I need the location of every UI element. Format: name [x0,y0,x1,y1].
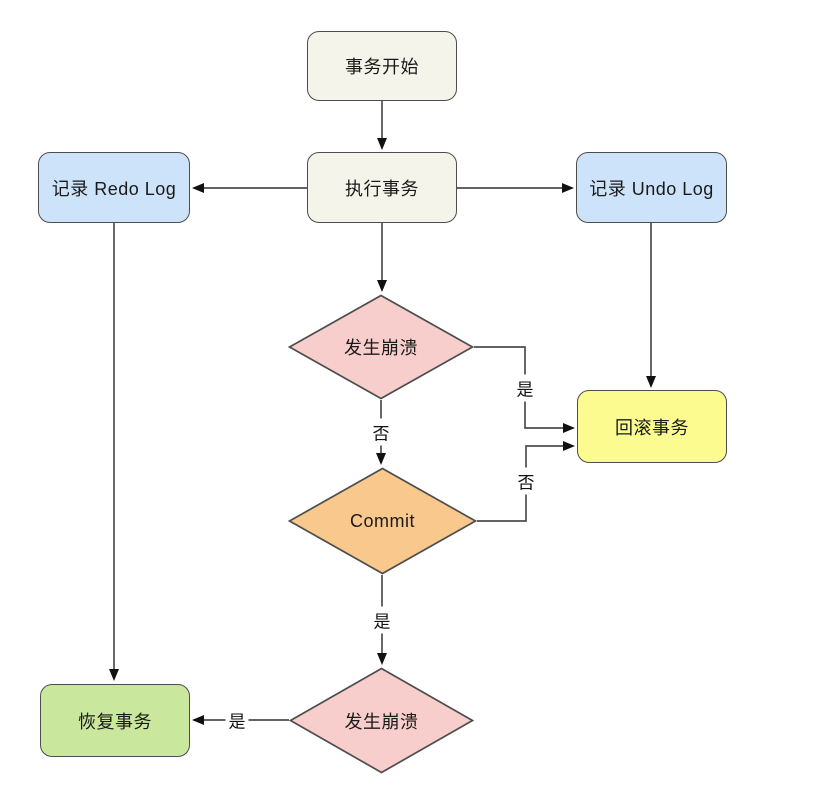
node-label: 记录 Undo Log [589,178,714,199]
diamond-shape [288,467,477,575]
node-label: 事务开始 [345,57,419,77]
node-recover-transaction: 恢复事务 [40,684,190,757]
node-rollback-transaction: 回滚事务 [577,390,727,463]
node-commit-check: Commit [288,467,477,575]
node-label: 记录 Redo Log [51,178,177,199]
edge-label-commit-no: 否 [514,467,538,495]
node-label: 恢复事务 [78,711,152,732]
edge-label-commit-yes: 是 [370,606,394,634]
node-record-undo-log: 记录 Undo Log [576,152,727,223]
node-crash-check-1: 发生崩溃 [288,294,474,400]
node-execute-transaction: 执行事务 [307,152,457,223]
node-label: Commit [350,510,415,531]
node-label: 执行事务 [345,178,419,199]
diamond-shape [289,667,474,774]
node-label: 回滚事务 [615,417,689,438]
node-label: 发生崩溃 [344,338,418,358]
diamond-shape [288,294,474,400]
edge-label-crash1-yes: 是 [513,374,537,402]
node-record-redo-log: 记录 Redo Log [38,152,190,223]
node-transaction-start: 事务开始 [307,31,457,101]
edge-label-crash1-no: 否 [369,418,393,446]
node-label: 发生崩溃 [344,711,419,732]
edge-label-crash2-yes: 是 [225,706,249,734]
node-crash-check-2: 发生崩溃 [289,667,474,774]
